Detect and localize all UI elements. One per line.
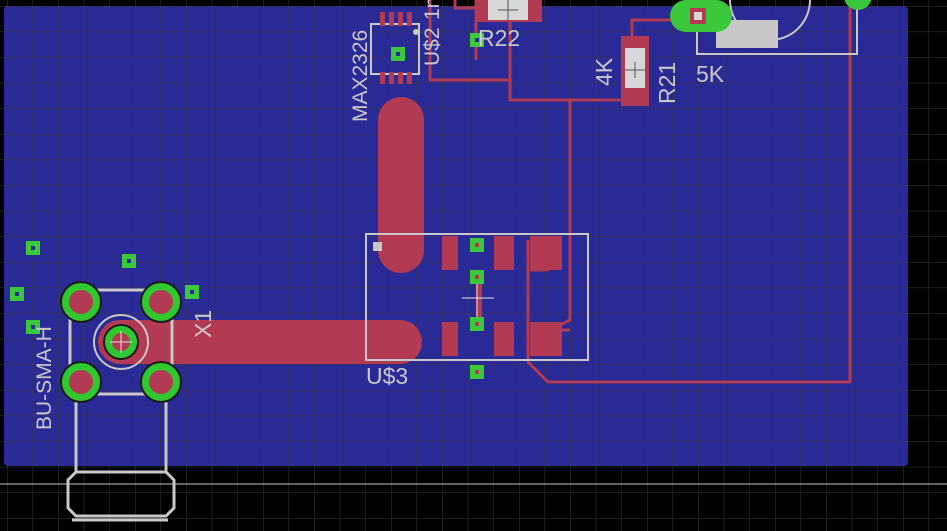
- label-r22: R22: [478, 25, 520, 51]
- pot-5k-footprint[interactable]: [670, 0, 872, 55]
- u2-pin1-marker: [413, 29, 419, 35]
- label-u3: U$3: [366, 363, 408, 389]
- label-5k: 5K: [696, 61, 725, 87]
- label-x1: X1: [190, 310, 216, 338]
- stitching-vias[interactable]: [10, 241, 199, 334]
- u3-pin1-marker: [373, 242, 382, 251]
- r22-footprint[interactable]: [470, 0, 542, 47]
- rf-traces[interactable]: [98, 97, 424, 364]
- u2-pads-top: [380, 12, 412, 84]
- label-4k: 4K: [591, 57, 617, 86]
- u3-footprint[interactable]: [365, 233, 589, 379]
- x1-ground-pads: [60, 281, 182, 403]
- label-r21: R21: [654, 62, 680, 104]
- label-u2: U$2: [421, 27, 444, 66]
- x1-nut-outline: [66, 470, 176, 518]
- label-1n: 1n: [421, 0, 444, 20]
- label-max2326: MAX2326: [349, 30, 372, 122]
- label-bu-sma-h: BU-SMA-H: [33, 326, 56, 430]
- u3-vias[interactable]: [470, 238, 484, 379]
- u2-outline: [370, 23, 420, 75]
- x1-center-ring-outer: [93, 314, 149, 370]
- x1-sma-connector[interactable]: [60, 281, 182, 522]
- u3-outline: [365, 233, 589, 361]
- u2-max2326-footprint[interactable]: [370, 12, 420, 84]
- r21-footprint[interactable]: [621, 36, 649, 106]
